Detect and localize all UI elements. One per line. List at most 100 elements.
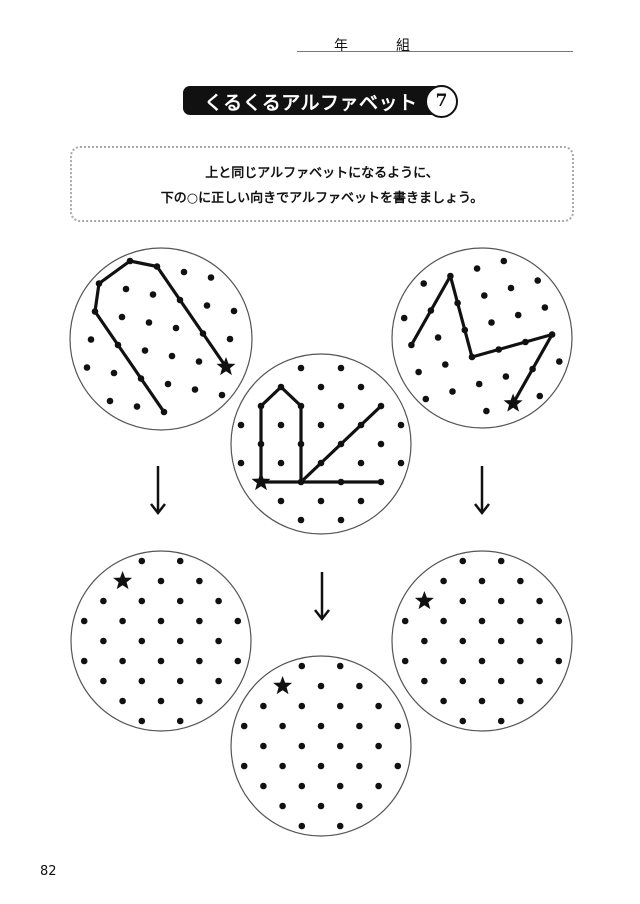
- letter-stroke: [93, 259, 228, 414]
- grid-dot: [397, 459, 405, 467]
- grid-dot: [298, 702, 306, 710]
- grid-dot: [195, 358, 203, 365]
- down-arrow-head-icon: [150, 503, 166, 516]
- grid-dot: [497, 677, 505, 685]
- grid-dot: [298, 822, 306, 830]
- grid-dot: [377, 440, 385, 448]
- grid-dot: [100, 597, 107, 605]
- grid-dot: [138, 717, 146, 725]
- page-number: 82: [40, 864, 57, 879]
- grid-dot: [440, 697, 447, 705]
- grid-dot: [260, 782, 267, 790]
- answer-bottom-center-circle: [230, 655, 412, 837]
- letter-stroke: [259, 385, 303, 484]
- grid-dot: [497, 597, 505, 605]
- grid-dot: [279, 802, 286, 810]
- down-arrow-head-icon: [314, 609, 330, 622]
- grid-dot: [207, 274, 215, 281]
- grid-dot: [337, 402, 345, 410]
- down-arrow-head-icon: [474, 503, 490, 516]
- grid-dot: [298, 662, 306, 670]
- grid-dot: [536, 637, 543, 645]
- grid-dot: [415, 368, 422, 376]
- grid-dot: [317, 682, 325, 690]
- exercise-number-badge: 7: [425, 85, 458, 118]
- title-banner: [183, 86, 445, 115]
- grid-dot: [357, 497, 365, 505]
- grid-dot: [514, 311, 522, 319]
- start-star-icon: [414, 591, 434, 610]
- grid-dot: [172, 324, 180, 332]
- grid-dot: [80, 657, 88, 665]
- start-star-icon: [113, 571, 133, 590]
- grid-dot: [434, 334, 442, 341]
- grid-dot: [317, 722, 325, 730]
- grid-dot: [100, 637, 107, 645]
- grid-dot: [176, 557, 184, 565]
- grid-dot: [234, 617, 242, 625]
- grid-dot: [497, 637, 505, 645]
- grid-dot: [237, 459, 245, 467]
- grid-dot: [420, 280, 428, 287]
- grid-dot: [218, 391, 226, 399]
- grid-dot: [397, 421, 405, 429]
- grid-dot: [336, 662, 344, 670]
- grid-dot: [230, 307, 238, 315]
- grid-dot: [475, 380, 483, 388]
- instruction-line-2: 下の○に正しい向きでアルファベットを書きましょう。: [160, 191, 484, 206]
- grid-dot: [87, 336, 95, 343]
- page-title: くるくるアルファベット: [204, 92, 418, 114]
- grid-dot: [279, 722, 286, 730]
- grid-dot: [226, 335, 234, 343]
- grid-dot: [277, 421, 285, 429]
- grid-dot: [196, 697, 203, 705]
- letter-stroke: [409, 274, 554, 406]
- grid-dot: [122, 285, 130, 293]
- grid-dot: [110, 369, 118, 377]
- grid-dot: [176, 677, 184, 685]
- start-star-icon: [273, 676, 293, 695]
- grid-dot: [119, 617, 126, 625]
- grid-dot: [442, 361, 449, 368]
- grid-dot: [240, 722, 248, 730]
- class-label: 組: [396, 38, 410, 54]
- grid-dot: [421, 637, 428, 645]
- instruction-box: 上と同じアルファベットになるように、 下の○に正しい向きでアルファベットを書きま…: [70, 146, 574, 222]
- grid-dot: [459, 637, 467, 645]
- grid-dot: [357, 383, 365, 391]
- grid-dot: [481, 292, 488, 299]
- grid-dot: [459, 597, 467, 605]
- grid-dot: [478, 697, 486, 705]
- grid-dot: [317, 802, 325, 810]
- grid-dot: [196, 577, 203, 585]
- grid-dot: [507, 284, 515, 292]
- grid-dot: [517, 577, 524, 585]
- grid-dot: [394, 722, 402, 730]
- grid-dot: [298, 742, 306, 750]
- start-star-icon: [216, 357, 236, 376]
- grid-dot: [534, 277, 541, 284]
- grid-dot: [100, 677, 107, 685]
- grid-dot: [478, 617, 486, 625]
- grid-dot: [502, 373, 510, 380]
- grid-dot: [180, 268, 188, 276]
- grid-dot: [317, 762, 325, 770]
- grid-dot: [555, 657, 563, 665]
- grid-dot: [80, 617, 88, 625]
- grid-dot: [118, 313, 126, 321]
- answer-bottom-right-circle: [391, 550, 573, 732]
- grid-dot: [440, 657, 447, 665]
- grid-dot: [176, 597, 184, 605]
- grid-dot: [138, 677, 146, 685]
- name-underline: [297, 51, 573, 52]
- puzzle-top-right-circle: [391, 247, 573, 429]
- grid-dot: [203, 302, 211, 309]
- grid-dot: [138, 557, 146, 565]
- grid-dot: [336, 702, 344, 710]
- grid-dot: [317, 383, 325, 391]
- grid-dot: [400, 314, 408, 322]
- grid-dot: [196, 657, 203, 665]
- grid-dot: [297, 364, 305, 372]
- grid-dot: [375, 742, 382, 750]
- grid-dot: [555, 617, 563, 625]
